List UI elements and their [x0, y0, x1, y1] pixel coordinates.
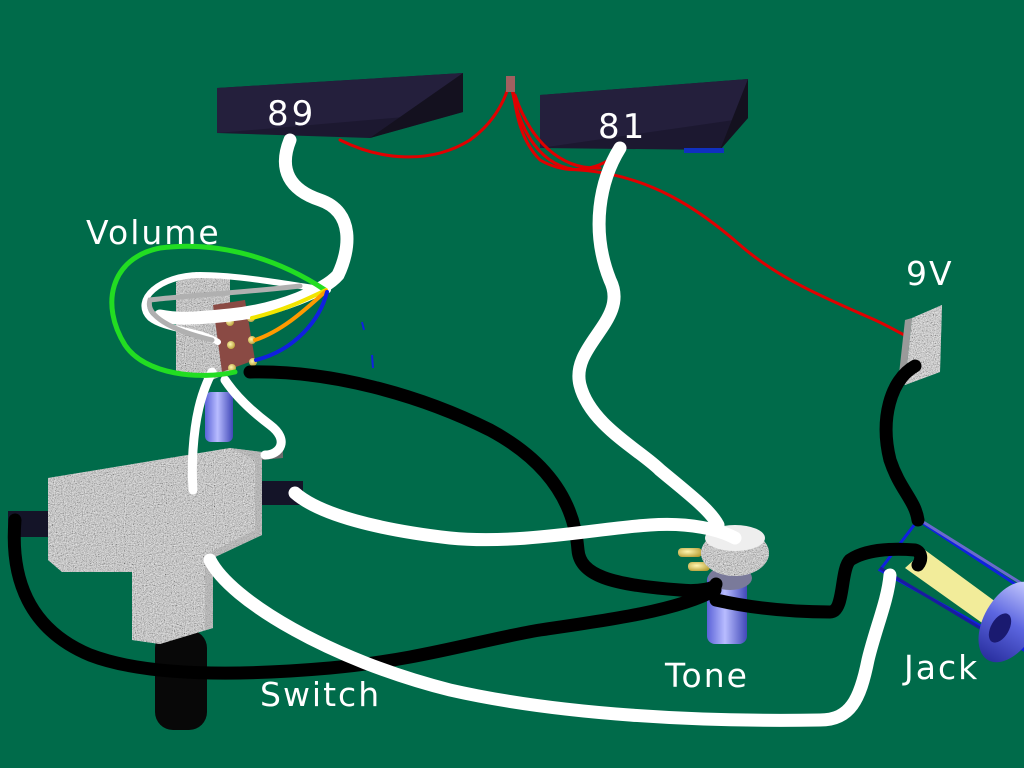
black-wires	[7, 359, 928, 680]
switch-label: Switch	[260, 675, 382, 714]
volume-label: Volume	[86, 213, 221, 252]
pickup-neck-label: 89	[267, 94, 317, 134]
tone-label: Tone	[665, 656, 749, 695]
volume-pot	[176, 272, 257, 442]
pickup-bridge-label: 81	[598, 107, 648, 147]
red-wire-junction	[506, 76, 515, 92]
pickup-neck-89	[217, 73, 463, 138]
pickup-selector-switch	[8, 447, 303, 730]
stray-marks	[361, 321, 374, 369]
jack-label: Jack	[904, 648, 980, 687]
output-jack	[877, 517, 1024, 663]
pickup-bridge-81	[540, 79, 748, 153]
volume-colored-leads	[109, 243, 329, 378]
battery-label: 9V	[906, 254, 954, 293]
